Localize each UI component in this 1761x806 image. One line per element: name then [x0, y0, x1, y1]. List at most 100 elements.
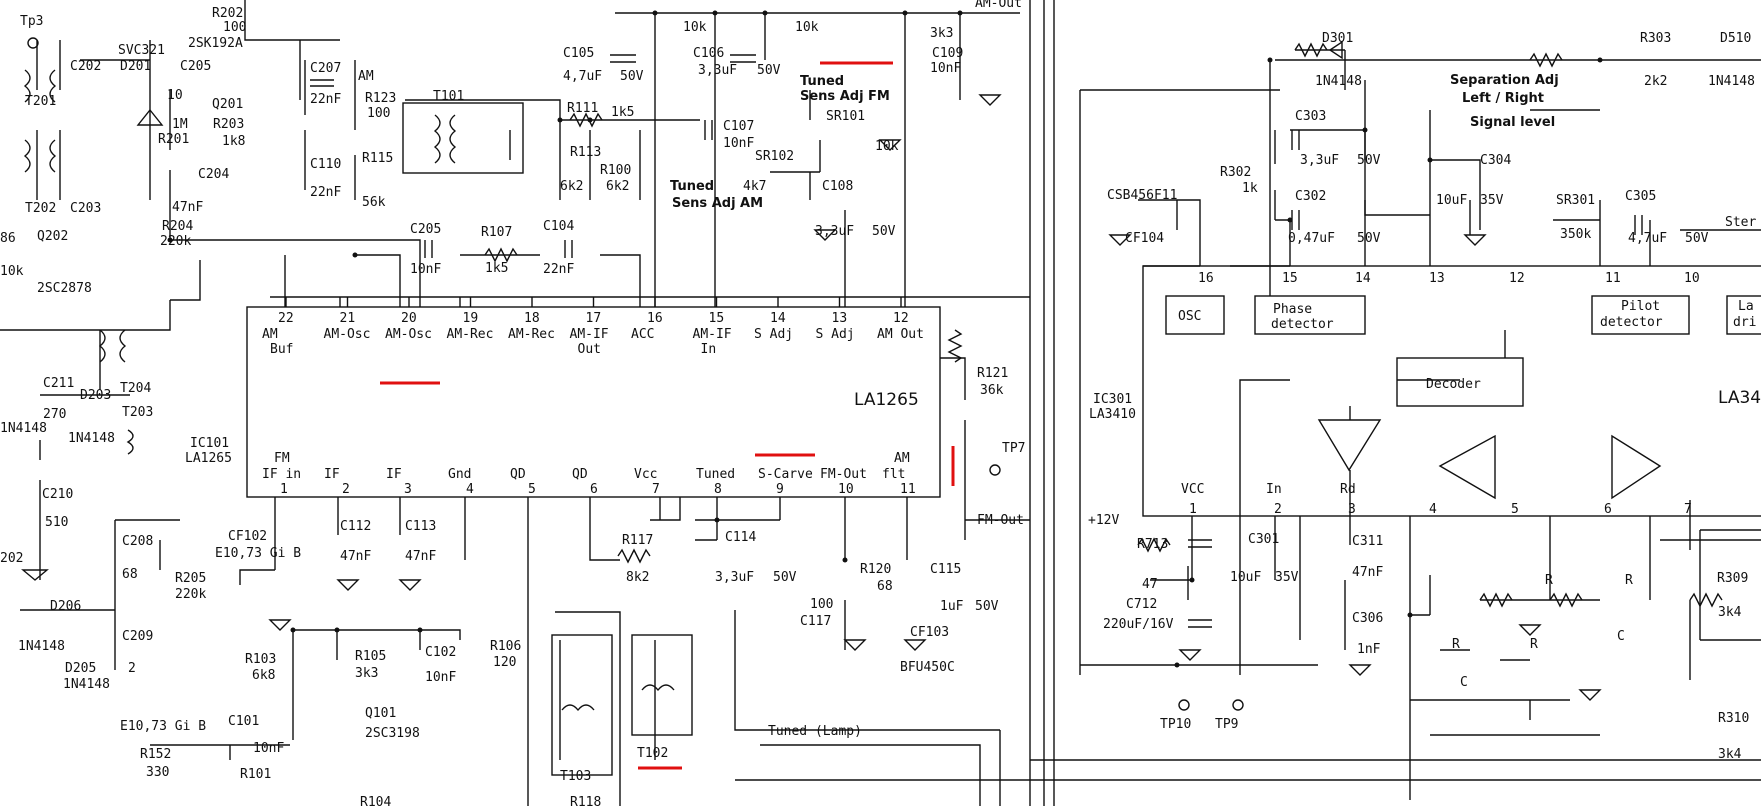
label-t204: T204 — [120, 381, 151, 396]
label-v4u7-a: 4,7uF — [563, 69, 602, 84]
label-v68-a: 68 — [122, 567, 138, 582]
label-c305: C305 — [1625, 189, 1656, 204]
label-t103: T103 — [560, 769, 591, 784]
label-r100: R100 — [600, 163, 631, 178]
label-tp10: TP10 — [1160, 717, 1191, 732]
label-net-r-0: R — [1545, 573, 1553, 588]
label-fmout: FM-Out — [977, 513, 1024, 528]
ic101-pin-9: 9 — [776, 482, 784, 497]
label-r309: R309 — [1717, 571, 1748, 586]
label-r303: R303 — [1640, 31, 1671, 46]
label-v10k-b: 10k — [683, 20, 707, 35]
label-c204: C204 — [198, 167, 229, 182]
label-c209: C209 — [122, 629, 153, 644]
label-q101: Q101 — [365, 706, 396, 721]
ic101-pin-6-label: QD — [572, 467, 588, 482]
label-v50-b: 50V — [757, 63, 781, 78]
ic101-pin-10: 10 — [838, 482, 854, 497]
label-r203: R203 — [213, 117, 244, 132]
label-v3k3-b: 3k3 — [355, 666, 378, 681]
ic101-pin-17-label: AM-IF — [570, 327, 609, 342]
label-q2sk: 2SK192A — [188, 36, 243, 51]
ic101-pin-16-label: ACC — [631, 327, 654, 342]
label-n4148-d: 1N4148 — [63, 677, 110, 692]
ic101-body — [246, 306, 941, 498]
ic101-pin-19: 19 — [463, 311, 479, 326]
label-v50-f: 50V — [1357, 153, 1381, 168]
label-v1k5-b: 1k5 — [611, 105, 634, 120]
ic101-pin-19-label: AM-Rec — [447, 327, 494, 342]
label-tuned-am-2: Sens Adj AM — [672, 196, 763, 211]
ic301-pin-16: 16 — [1198, 271, 1214, 286]
label-q201: Q201 — [212, 97, 243, 112]
opamp-right — [1611, 434, 1662, 500]
label-c207: C207 — [310, 61, 341, 76]
label-v10n-c: 10nF — [930, 61, 961, 76]
ic101-pin-7-label: Vcc — [634, 467, 657, 482]
label-v47n-a: 47nF — [172, 200, 203, 215]
opamp-left — [1438, 434, 1496, 500]
ic101-pin-18: 18 — [524, 311, 540, 326]
label-d203: D203 — [80, 388, 111, 403]
label-c104: C104 — [543, 219, 574, 234]
label-n4148-b: 1N4148 — [68, 431, 115, 446]
label-v220u: 220uF/16V — [1103, 617, 1174, 632]
pilot-label-1: Pilot — [1621, 299, 1660, 314]
label-t202: T202 — [25, 201, 56, 216]
label-csb: CSB456F11 — [1107, 188, 1177, 203]
label-v6k2-b: 6k2 — [606, 179, 629, 194]
label-v047: 0,47uF — [1288, 231, 1335, 246]
junction-dots — [167, 10, 1603, 668]
ic301-pin-3-label: Rd — [1340, 482, 1356, 497]
phase-label-1: Phase — [1273, 302, 1312, 317]
label-v50-c: 50V — [872, 224, 896, 239]
label-cf104: CF104 — [1125, 231, 1164, 246]
ic301-part: LA34 — [1718, 388, 1761, 408]
label-r105: R105 — [355, 649, 386, 664]
label-v10k-a: 10k — [0, 264, 24, 279]
ic101-pin-1-label-top: FM — [274, 451, 290, 466]
label-v50-g: 50V — [1357, 231, 1381, 246]
ic101-part: LA1265 — [854, 390, 919, 410]
label-r113: R113 — [570, 145, 601, 160]
label-v8k2: 8k2 — [626, 570, 649, 585]
label-d206: D206 — [50, 599, 81, 614]
label-r310: R310 — [1718, 711, 1749, 726]
pilot-label-2: detector — [1600, 315, 1663, 330]
label-c205a: C205 — [180, 59, 211, 74]
ic101-pin-22-label: AM — [262, 327, 278, 342]
label-v56k: 56k — [362, 195, 386, 210]
label-r302: R302 — [1220, 165, 1251, 180]
ic101-pin-12: 12 — [893, 311, 909, 326]
label-d205: D205 — [65, 661, 96, 676]
ic301-pin-15: 15 — [1282, 271, 1298, 286]
label-r118: R118 — [570, 795, 601, 806]
label-tuned-fm-2: Sens Adj FM — [800, 89, 890, 104]
ic101-pin-1: 1 — [280, 482, 288, 497]
label-v10n-d: 10nF — [425, 670, 456, 685]
label-v50-e: 50V — [975, 599, 999, 614]
ic101-ref-2: LA1265 — [185, 451, 232, 466]
label-r202: R202 — [212, 6, 243, 21]
decoder-block — [1396, 357, 1524, 407]
label-c109: C109 — [932, 46, 963, 61]
ic101-pin-21: 21 — [340, 311, 356, 326]
label-n4148-f: 1N4148 — [1708, 74, 1755, 89]
ic301-pin-4: 4 — [1429, 502, 1437, 517]
label-t101: T101 — [433, 89, 464, 104]
ic101-pin-7: 7 — [652, 482, 660, 497]
label-v36k: 36k — [980, 383, 1004, 398]
label-r120: R120 — [860, 562, 891, 577]
label-tuned-fm-1: Tuned — [800, 74, 844, 89]
label-c107: C107 — [723, 119, 754, 134]
label-c114: C114 — [725, 530, 756, 545]
label-v3k4-a: 3k4 — [1718, 605, 1742, 620]
label-v100c: 100 — [810, 597, 833, 612]
label-v4k7: 4k7 — [743, 179, 766, 194]
label-v10: 10 — [167, 88, 183, 103]
ic301-pin-6: 6 — [1604, 502, 1612, 517]
ic101-pin-10-label: FM-Out — [820, 467, 867, 482]
